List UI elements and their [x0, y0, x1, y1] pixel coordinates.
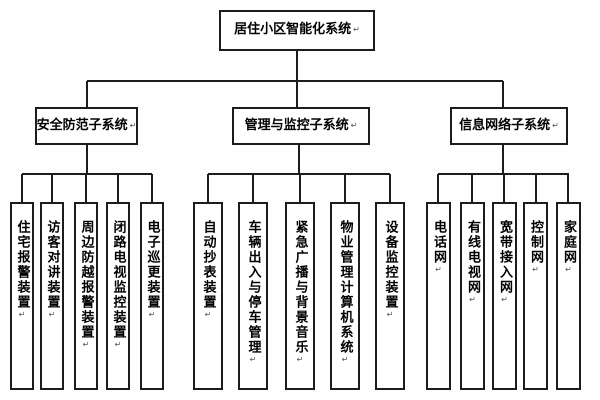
return-mark-icon: ↵: [129, 120, 137, 130]
return-mark-icon: ↵: [531, 265, 540, 276]
node-security-subsystem: 安全防范子系统↵: [35, 107, 138, 145]
node-label: 控制网: [528, 220, 543, 265]
return-mark-icon: ↵: [113, 340, 123, 351]
return-mark-icon: ↵: [203, 310, 213, 321]
return-mark-icon: ↵: [47, 310, 57, 321]
return-mark-icon: ↵: [385, 310, 395, 321]
return-mark-icon: ↵: [17, 310, 27, 321]
return-mark-icon: ↵: [500, 295, 509, 306]
node-label: 车辆出入与停车管理: [245, 220, 261, 355]
leaf-cable-tv-network: 有线电视网↵: [460, 202, 485, 390]
leaf-broadband-access-network: 宽带接入网↵: [492, 202, 517, 390]
return-mark-icon: ↵: [147, 310, 157, 321]
leaf-electronic-patrol-device: 电子巡更装置↵: [140, 202, 164, 390]
leaf-visitor-intercom-device: 访客对讲装置↵: [40, 202, 64, 390]
leaf-home-alarm-device: 住宅报警装置↵: [10, 202, 34, 390]
return-mark-icon: ↵: [434, 265, 443, 276]
leaf-telephone-network: 电话网↵: [426, 202, 451, 390]
return-mark-icon: ↵: [295, 355, 305, 366]
node-label: 物业管理计算机系统: [337, 220, 353, 355]
leaf-control-network: 控制网↵: [523, 202, 548, 390]
return-mark-icon: ↵: [248, 355, 258, 366]
node-label: 信息网络子系统: [459, 117, 551, 133]
return-mark-icon: ↵: [350, 120, 358, 130]
node-label: 周边防越报警装置: [78, 220, 94, 340]
node-information-network-subsystem: 信息网络子系统↵: [450, 107, 568, 145]
node-label: 宽带接入网: [497, 220, 512, 295]
return-mark-icon: ↵: [340, 355, 350, 366]
node-label: 有线电视网: [465, 220, 480, 295]
node-label: 闭路电视监控装置: [110, 220, 126, 340]
node-label: 访客对讲装置: [44, 220, 60, 310]
return-mark-icon: ↵: [468, 295, 477, 306]
node-management-monitoring-subsystem: 管理与监控子系统↵: [232, 107, 370, 145]
leaf-auto-meter-reading-device: 自动抄表装置↵: [193, 202, 223, 390]
node-label: 电话网: [431, 220, 446, 265]
node-label: 住宅报警装置: [14, 220, 30, 310]
leaf-vehicle-access-parking-management: 车辆出入与停车管理↵: [238, 202, 268, 390]
node-label: 紧急广播与背景音乐: [292, 220, 308, 355]
node-label: 安全防范子系统: [36, 117, 128, 133]
leaf-equipment-monitoring-device: 设备监控装置↵: [375, 202, 405, 390]
leaf-perimeter-intrusion-alarm-device: 周边防越报警装置↵: [74, 202, 98, 390]
leaf-cctv-monitoring-device: 闭路电视监控装置↵: [106, 202, 130, 390]
leaf-emergency-broadcast-background-music: 紧急广播与背景音乐↵: [285, 202, 315, 390]
return-mark-icon: ↵: [564, 265, 573, 276]
node-label: 管理与监控子系统: [244, 117, 349, 133]
node-residential-intelligent-system: 居住小区智能化系统↵: [219, 10, 375, 51]
node-label: 居住小区智能化系统: [234, 22, 352, 38]
node-label: 自动抄表装置: [200, 220, 216, 310]
leaf-home-network: 家庭网↵: [556, 202, 581, 390]
return-mark-icon: ↵: [353, 25, 360, 35]
node-label: 电子巡更装置: [144, 220, 160, 310]
return-mark-icon: ↵: [81, 340, 91, 351]
return-mark-icon: ↵: [552, 120, 559, 130]
node-label: 家庭网: [561, 220, 576, 265]
node-label: 设备监控装置: [382, 220, 398, 310]
leaf-property-management-computer-system: 物业管理计算机系统↵: [330, 202, 360, 390]
